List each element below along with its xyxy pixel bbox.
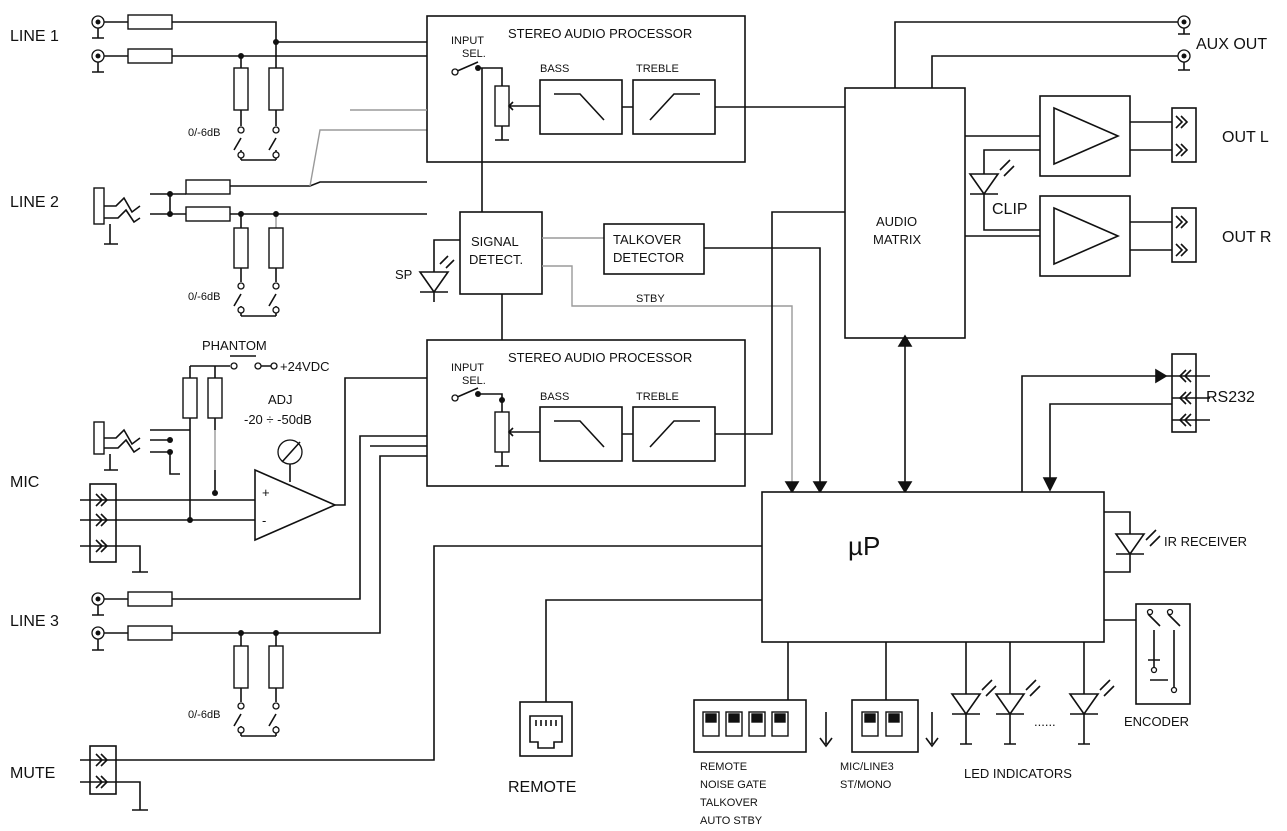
dip-switch-2: MIC/LINE3 ST/MONO	[840, 642, 939, 791]
line2-label: LINE 2	[10, 194, 59, 211]
phantom-label: PHANTOM	[202, 338, 267, 353]
processor-top-title: STEREO AUDIO PROCESSOR	[508, 26, 692, 41]
rs232-port: RS232	[1021, 353, 1255, 492]
output-amplifier-right: OUT R	[1039, 195, 1271, 277]
encoder-label: ENCODER	[1124, 714, 1189, 729]
led-indicators-label: LED INDICATORS	[964, 766, 1072, 781]
dip2-option-2: ST/MONO	[840, 779, 892, 791]
dip4-option-3: TALKOVER	[700, 797, 758, 809]
stereo-audio-processor-top: STEREO AUDIO PROCESSOR INPUT SEL. BASS T…	[426, 15, 845, 212]
talkover-line1: TALKOVER	[613, 232, 681, 247]
adj-range: -20 ÷ -50dB	[244, 412, 312, 427]
output-amplifier-left: OUT L	[1039, 95, 1269, 177]
phantom-voltage: +24VDC	[280, 359, 330, 374]
clip-label: CLIP	[992, 201, 1028, 218]
signal-detect-line2: DETECT.	[469, 252, 523, 267]
remote-connector: REMOTE	[508, 701, 576, 796]
matrix-line1: AUDIO	[876, 214, 917, 229]
line1-input-circuit: 0/-6dB	[91, 14, 427, 161]
stereo-audio-processor-bottom: STEREO AUDIO PROCESSOR INPUT SEL. BASS T…	[426, 211, 845, 487]
mute-label: MUTE	[10, 765, 55, 782]
remote-label: REMOTE	[508, 779, 576, 796]
processor-bottom-input-sel-2: SEL.	[462, 375, 486, 387]
line2-attenuator-label: 0/-6dB	[188, 291, 220, 303]
dip4-option-2: NOISE GATE	[700, 779, 766, 791]
line1-label: LINE 1	[10, 28, 59, 45]
opamp-minus: -	[262, 513, 266, 528]
dip-switch-4: REMOTE NOISE GATE TALKOVER AUTO STBY	[693, 642, 833, 827]
ir-receiver-label: IR RECEIVER	[1164, 534, 1247, 549]
clip-led: CLIP	[968, 149, 1040, 231]
talkover-detector-block: TALKOVER DETECTOR	[603, 223, 828, 494]
mute-input-circuit	[80, 545, 762, 811]
rs232-label: RS232	[1206, 389, 1255, 406]
out-l-label: OUT L	[1222, 129, 1269, 146]
adj-label: ADJ	[268, 392, 293, 407]
matrix-line2: MATRIX	[873, 232, 921, 247]
processor-bottom-title: STEREO AUDIO PROCESSOR	[508, 350, 692, 365]
dip4-option-1: REMOTE	[700, 761, 747, 773]
encoder: ENCODER	[1104, 603, 1191, 729]
microprocessor-label: µP	[848, 531, 880, 561]
signal-detector-block: SIGNAL DETECT. SP STBY	[395, 211, 793, 490]
dip2-option-1: MIC/LINE3	[840, 761, 894, 773]
mic-label: MIC	[10, 474, 39, 491]
processor-top-bass: BASS	[540, 63, 569, 75]
processor-top-input-sel-2: SEL.	[462, 48, 486, 60]
processor-bottom-treble: TREBLE	[636, 391, 679, 403]
talkover-line2: DETECTOR	[613, 250, 684, 265]
aux-out-label: AUX OUT	[1196, 36, 1267, 53]
line2-input-circuit: 0/-6dB	[93, 129, 427, 317]
mic-input-circuit: PHANTOM +24VDC + - ADJ -20 ÷ -50dB	[80, 338, 427, 573]
aux-out-connectors: AUX OUT	[1177, 15, 1267, 71]
processor-bottom-input-sel-1: INPUT	[451, 362, 484, 374]
line3-label: LINE 3	[10, 613, 59, 630]
ir-receiver: IR RECEIVER	[1104, 511, 1247, 573]
led-ellipsis: ......	[1034, 714, 1056, 729]
processor-top-treble: TREBLE	[636, 63, 679, 75]
led-indicators: ...... LED INDICATORS	[950, 642, 1115, 781]
dip4-option-4: AUTO STBY	[700, 815, 763, 827]
line1-attenuator-label: 0/-6dB	[188, 127, 220, 139]
microprocessor-block: µP	[545, 491, 1105, 702]
opamp-plus: +	[262, 485, 270, 500]
processor-top-input-sel-1: INPUT	[451, 35, 484, 47]
audio-matrix-block: AUDIO MATRIX	[844, 21, 1180, 494]
stby-label: STBY	[636, 293, 665, 305]
sp-label: SP	[395, 267, 412, 282]
line3-input-circuit: 0/-6dB	[91, 435, 427, 737]
processor-bottom-bass: BASS	[540, 391, 569, 403]
signal-detect-line1: SIGNAL	[471, 234, 519, 249]
line3-attenuator-label: 0/-6dB	[188, 709, 220, 721]
out-r-label: OUT R	[1222, 229, 1271, 246]
